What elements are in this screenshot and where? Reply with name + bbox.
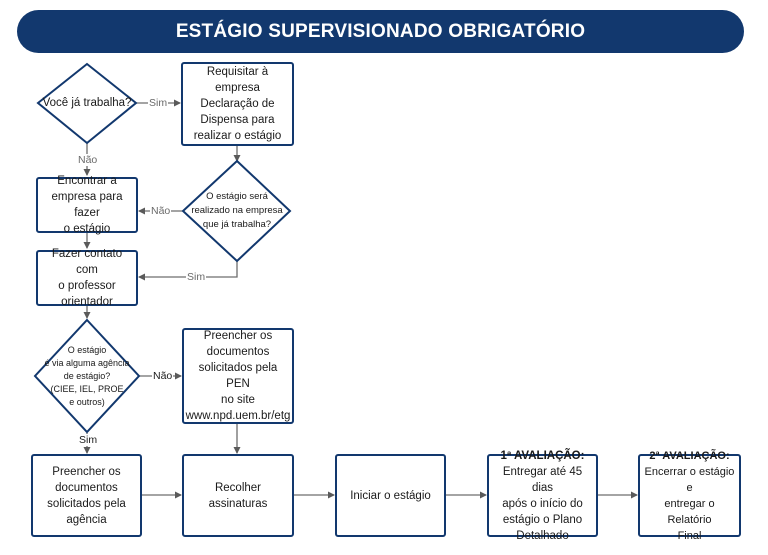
box-contato: Fazer contato com o professor orientador — [36, 248, 138, 308]
decision-trabalha: Você já trabalha? — [42, 97, 132, 109]
title-banner: ESTÁGIO SUPERVISIONADO OBRIGATÓRIO — [17, 10, 744, 53]
aval1-body: Entregar até 45 dias após o início do es… — [502, 465, 583, 542]
aval2-body: Encerrar o estágio e entregar o Relatóri… — [644, 465, 735, 542]
label-sim-agencia: Sim — [78, 434, 99, 446]
decision-realizado-diamond — [181, 159, 292, 263]
edge-realizado-contato — [138, 261, 238, 281]
box-recolher: Recolher assinaturas — [182, 454, 294, 537]
box-requisitar: Requisitar à empresa Declaração de Dispe… — [181, 62, 294, 146]
box-preencher-agencia: Preencher os documentos solicitados pela… — [31, 454, 142, 537]
aval1-title: 1ª AVALIAÇÃO: — [500, 449, 585, 462]
decision-agencia: O estágio é via alguma agência de estági… — [44, 344, 130, 407]
box-iniciar: Iniciar o estágio — [335, 454, 446, 537]
box-aval1: 1ª AVALIAÇÃO: Entregar até 45 dias após … — [487, 450, 598, 542]
box-encontrar: Encontrar a empresa para fazer o estágio — [36, 175, 138, 235]
decision-trabalha-diamond — [36, 62, 138, 145]
decision-agencia-diamond — [33, 318, 141, 434]
label-nao-agencia: Não — [152, 370, 174, 382]
page-title: ESTÁGIO SUPERVISIONADO OBRIGATÓRIO — [175, 20, 586, 42]
box-preencher-pen: Preencher os documentos solicitados pela… — [182, 328, 294, 424]
aval2-title: 2ª AVALIAÇÃO: — [649, 449, 730, 462]
box-aval2: 2ª AVALIAÇÃO: Encerrar o estágio e entre… — [638, 450, 741, 542]
label-sim-realizado: Sim — [186, 271, 207, 283]
decision-realizado: O estágio será realizado na empresa que … — [191, 191, 283, 230]
label-nao-realizado: Não — [150, 205, 172, 217]
label-sim-trabalha: Sim — [148, 97, 169, 109]
label-nao-trabalha: Não — [77, 154, 99, 166]
